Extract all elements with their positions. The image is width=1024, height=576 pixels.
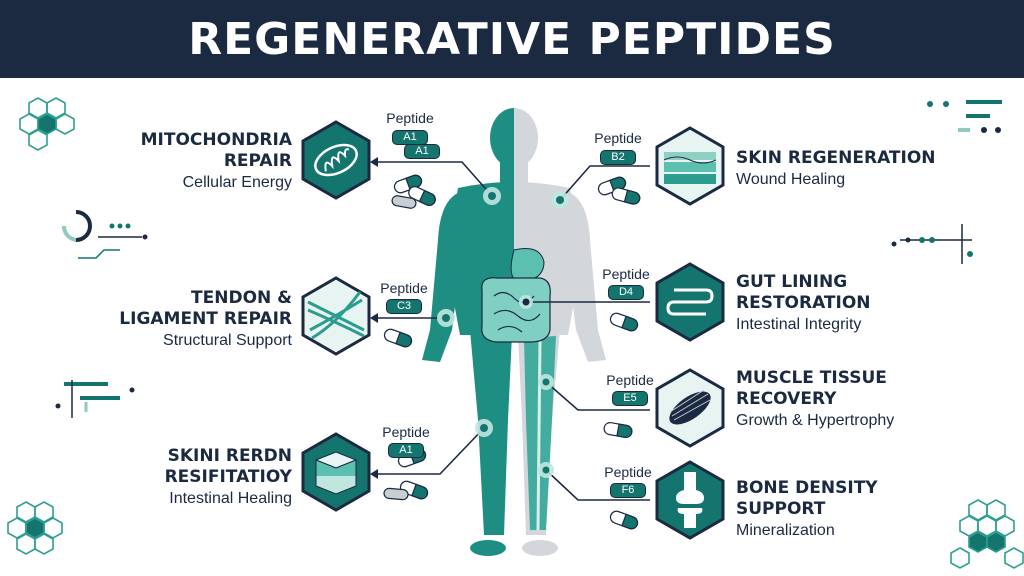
peptide-label: Peptide (380, 280, 428, 296)
benefit-label-bone: BONE DENSITY SUPPORT Mineralization (736, 478, 878, 542)
connector-lines (378, 161, 650, 501)
benefit-title-line: SKIN REGENERATION (736, 148, 936, 168)
muscle-icon (655, 368, 725, 448)
human-figure (422, 108, 606, 556)
circuit-decoration (927, 100, 1002, 133)
benefit-label-skin: SKIN REGENERATION Wound Healing (736, 148, 936, 191)
stomach-organ (510, 248, 545, 283)
benefit-subtitle: Growth & Hypertrophy (736, 412, 895, 429)
peptide-tag: E5 (612, 391, 648, 406)
peptide-tag: A1 (404, 144, 440, 159)
benefit-subtitle: Wound Healing (736, 171, 846, 188)
tendon-fibers-icon (301, 276, 371, 356)
skin-tissue-icon (655, 126, 725, 206)
benefit-title-line: TENDON & (191, 288, 292, 308)
title-banner: REGENERATIVE PEPTIDES (0, 0, 1024, 78)
benefit-title-line: SUPPORT (736, 499, 826, 519)
peptide-tag: C3 (386, 299, 422, 314)
peptide-label: Peptide (382, 424, 430, 440)
benefit-subtitle: Cellular Energy (182, 174, 292, 191)
benefit-label-gut: GUT LINING RESTORATION Intestinal Integr… (736, 272, 871, 336)
peptide-tag: A1 (392, 130, 428, 145)
benefit-title-line: MUSCLE TISSUE (736, 368, 887, 388)
capsule-icons (383, 174, 641, 530)
page-title: REGENERATIVE PEPTIDES (188, 13, 836, 65)
peptide-label: Peptide (602, 266, 650, 282)
hex-cluster-decoration (7, 501, 63, 555)
mitochondria-icon (301, 120, 371, 200)
peptide-tag: B2 (600, 150, 636, 165)
benefit-subtitle: Mineralization (736, 522, 835, 539)
peptide-tag: A1 (388, 443, 424, 458)
benefit-label-skin-resti: SKINI RERDN RESIFITATIOY Intestinal Heal… (165, 446, 292, 510)
benefit-title-line: LIGAMENT REPAIR (119, 309, 292, 329)
benefit-title-line: BONE DENSITY (736, 478, 878, 498)
bars-decoration (55, 380, 135, 418)
benefit-title-line: GUT LINING (736, 272, 848, 292)
benefit-subtitle: Intestinal Healing (169, 490, 292, 507)
hex-cluster-decoration (19, 97, 75, 151)
peptide-label: Peptide (386, 110, 434, 126)
benefit-subtitle: Intestinal Integrity (736, 316, 862, 333)
target-dots (437, 187, 569, 478)
connector-arrowheads (370, 157, 378, 479)
benefit-title-line: MITOCHONDRIA (140, 130, 292, 150)
peptide-tag: F6 (610, 483, 646, 498)
benefit-label-mitochondria: MITOCHONDRIA REPAIR Cellular Energy (141, 130, 292, 194)
skin-layers-icon (301, 432, 371, 512)
intestine-organ (481, 277, 551, 343)
benefit-subtitle: Structural Support (163, 332, 292, 349)
peptide-label: Peptide (606, 372, 654, 388)
peptide-tag: D4 (608, 285, 644, 300)
benefit-title-line: SKINI RERDN (167, 446, 292, 466)
benefit-label-muscle: MUSCLE TISSUE RECOVERY Growth & Hypertro… (736, 368, 894, 432)
knee-bone-icon (655, 460, 725, 540)
benefit-title-line: RECOVERY (736, 389, 837, 409)
peptide-label: Peptide (604, 464, 652, 480)
hex-cluster-decoration (950, 499, 1024, 569)
circuit-decoration (891, 224, 973, 264)
benefit-title-line: REPAIR (223, 151, 292, 171)
intestine-icon (655, 262, 725, 342)
ring-decoration (61, 210, 148, 259)
benefit-title-line: RESIFITATIOY (164, 467, 292, 487)
benefit-label-tendon: TENDON & LIGAMENT REPAIR Structural Supp… (119, 288, 292, 352)
peptide-label: Peptide (594, 130, 642, 146)
benefit-title-line: RESTORATION (736, 293, 871, 313)
